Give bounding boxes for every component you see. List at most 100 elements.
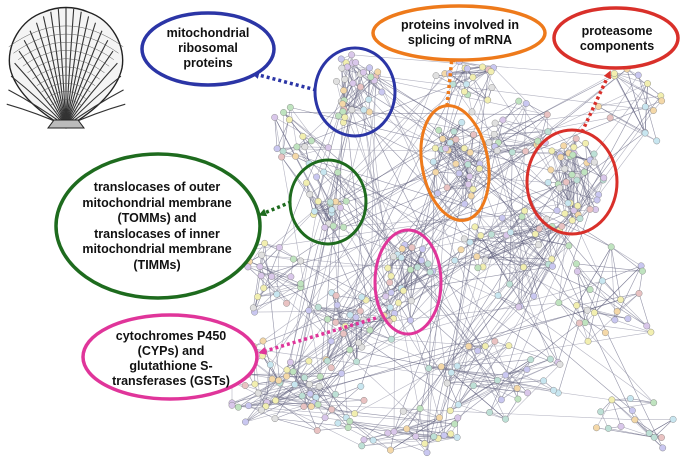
network-node bbox=[556, 184, 564, 192]
network-edge bbox=[261, 66, 483, 256]
network-edge bbox=[505, 369, 527, 376]
network-edge bbox=[274, 418, 395, 433]
network-edge bbox=[397, 256, 412, 301]
network-edge bbox=[368, 67, 370, 100]
network-edge bbox=[401, 248, 423, 258]
network-node bbox=[275, 377, 283, 384]
network-node bbox=[455, 169, 463, 177]
network-node bbox=[628, 407, 636, 414]
network-edge bbox=[294, 73, 361, 385]
network-node bbox=[290, 255, 297, 263]
network-edge bbox=[464, 134, 474, 205]
network-node bbox=[593, 196, 601, 204]
shell-rib bbox=[35, 22, 67, 127]
network-node bbox=[360, 396, 368, 404]
network-edge bbox=[557, 323, 580, 394]
network-node bbox=[258, 251, 266, 259]
network-node bbox=[515, 303, 523, 311]
network-node bbox=[431, 144, 439, 152]
network-node bbox=[643, 322, 651, 330]
network-node bbox=[425, 364, 433, 372]
network-edge bbox=[337, 204, 551, 360]
network-edge bbox=[450, 369, 528, 411]
network-node bbox=[471, 223, 479, 231]
label-bubble-mito-ribosomal bbox=[140, 11, 276, 87]
network-node bbox=[387, 289, 395, 296]
network-node bbox=[306, 390, 314, 398]
network-node bbox=[353, 358, 360, 366]
network-node bbox=[254, 293, 262, 301]
network-edge bbox=[505, 226, 553, 376]
network-node bbox=[450, 128, 458, 135]
network-node bbox=[534, 137, 542, 145]
network-node bbox=[564, 199, 572, 207]
network-edge bbox=[283, 112, 548, 115]
network-edge bbox=[336, 81, 364, 111]
network-edge bbox=[261, 86, 361, 411]
network-node bbox=[398, 245, 406, 253]
network-edge bbox=[354, 302, 559, 414]
network-edge bbox=[435, 148, 469, 185]
network-node bbox=[234, 403, 242, 411]
network-edge bbox=[557, 305, 577, 363]
network-edge bbox=[594, 265, 642, 313]
network-node bbox=[597, 408, 605, 416]
network-node bbox=[600, 174, 608, 182]
network-node bbox=[469, 185, 477, 193]
network-node bbox=[256, 263, 264, 271]
network-node bbox=[572, 135, 580, 143]
network-node bbox=[557, 153, 565, 161]
network-node bbox=[266, 361, 274, 369]
network-node bbox=[650, 399, 658, 407]
network-edge bbox=[253, 346, 391, 451]
network-edge bbox=[254, 276, 292, 313]
network-node bbox=[268, 273, 276, 280]
network-node bbox=[430, 158, 437, 166]
network-edge bbox=[341, 67, 654, 403]
network-edge bbox=[559, 229, 621, 300]
network-node bbox=[435, 126, 443, 134]
network-edge bbox=[610, 246, 621, 300]
cluster-outline-cyp-gst bbox=[373, 228, 443, 336]
network-edge bbox=[614, 73, 648, 84]
network-edge bbox=[611, 399, 622, 427]
network-edge bbox=[438, 130, 481, 165]
shell-rib bbox=[65, 22, 97, 127]
network-node bbox=[257, 272, 265, 280]
network-edge bbox=[337, 304, 361, 312]
network-node bbox=[576, 215, 584, 222]
network-node bbox=[505, 342, 513, 350]
network-edge bbox=[437, 134, 495, 439]
network-node bbox=[397, 254, 405, 262]
network-node bbox=[335, 112, 342, 120]
network-edge bbox=[502, 119, 549, 132]
network-edge bbox=[349, 421, 374, 441]
network-node bbox=[586, 286, 594, 293]
network-edge bbox=[403, 411, 440, 418]
network-edge bbox=[480, 235, 510, 285]
network-node bbox=[326, 198, 334, 206]
network-node bbox=[439, 135, 446, 143]
network-edge bbox=[610, 117, 657, 142]
network-node bbox=[466, 149, 474, 156]
network-node bbox=[298, 392, 306, 400]
network-node bbox=[627, 395, 634, 402]
network-node bbox=[286, 103, 294, 111]
network-node bbox=[348, 51, 355, 59]
network-edge bbox=[247, 264, 549, 268]
network-node bbox=[555, 299, 563, 307]
network-edge bbox=[447, 345, 510, 384]
network-node bbox=[356, 307, 364, 315]
network-edge bbox=[505, 380, 544, 420]
network-node bbox=[446, 407, 454, 415]
network-edge bbox=[274, 117, 329, 148]
network-edge bbox=[343, 100, 662, 228]
network-edge bbox=[543, 364, 561, 382]
network-node bbox=[346, 346, 354, 354]
network-node bbox=[631, 416, 639, 424]
network-edge bbox=[393, 313, 395, 432]
network-node bbox=[481, 256, 489, 264]
network-node bbox=[437, 363, 445, 371]
network-node bbox=[561, 210, 569, 217]
network-node bbox=[311, 207, 318, 215]
